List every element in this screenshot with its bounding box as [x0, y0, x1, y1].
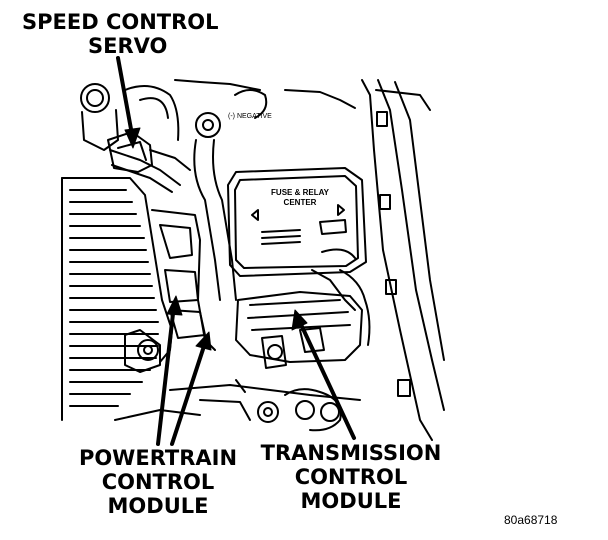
- label-line: TRANSMISSION: [260, 441, 442, 465]
- fuse-box-title-line1: FUSE & RELAY: [271, 188, 330, 197]
- powertrain-control-module-label: POWERTRAIN CONTROL MODULE: [72, 446, 244, 518]
- label-line: POWERTRAIN: [78, 446, 238, 470]
- label-line: MODULE: [300, 489, 402, 513]
- fuse-relay-center: [227, 167, 367, 311]
- fender-panel: [361, 79, 445, 441]
- label-line: SERVO: [88, 34, 168, 58]
- upper-hoses: [80, 79, 356, 301]
- figure-id: 80a68718: [504, 513, 558, 527]
- label-line: CONTROL: [101, 470, 215, 494]
- speed-control-servo-label: SPEED CONTROL SERVO: [22, 10, 219, 58]
- lower-engine-parts: [114, 379, 361, 432]
- transmission-control-module-label: TRANSMISSION CONTROL MODULE: [256, 441, 446, 513]
- negative-terminal-mark: (-) NEGATIVE: [228, 113, 272, 120]
- fuse-box-title-line2: CENTER: [284, 198, 317, 207]
- callout-arrowheads: [124, 127, 308, 351]
- label-line: CONTROL: [294, 465, 408, 489]
- callout-leader-lines: [116, 56, 356, 446]
- label-line: MODULE: [107, 494, 209, 518]
- label-line: SPEED CONTROL: [22, 10, 219, 34]
